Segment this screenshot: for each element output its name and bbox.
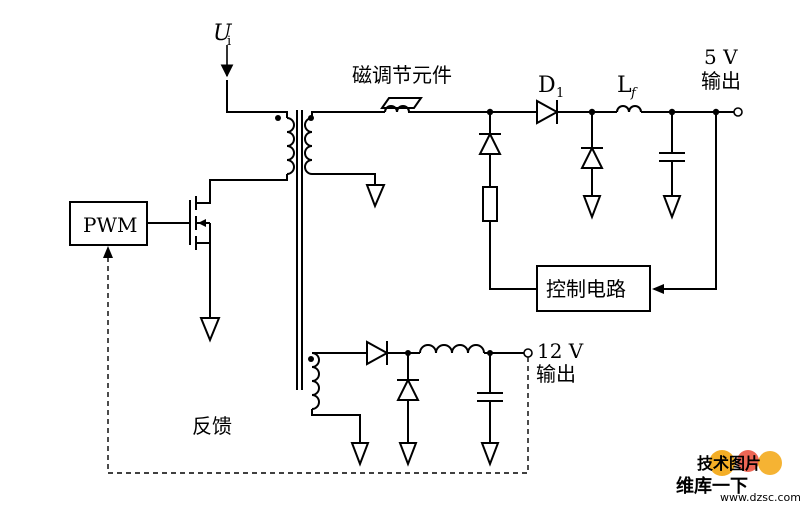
watermark-line1: 技术图片 (697, 454, 761, 473)
control-circuit-label: 控制电路 (546, 277, 626, 301)
diode-d1-subscript: 1 (556, 86, 564, 101)
pwm-label: PWM (83, 213, 138, 237)
input-voltage-label: U (213, 21, 233, 46)
diode-d1-label: D (538, 73, 556, 98)
rail-12v (366, 340, 533, 366)
mosfet-switch (189, 196, 211, 295)
transformer-core (296, 110, 303, 390)
magnetic-regulator-label: 磁调节元件 (352, 63, 452, 87)
output-capacitor-12v (477, 353, 503, 467)
output-12v-label: 输出 (536, 362, 576, 386)
inductor-lf-subscript: f (630, 86, 638, 101)
secondary-winding-5v (304, 111, 386, 209)
output-5v-value: 5 V (704, 45, 738, 69)
inductor-lf-label: L (617, 73, 632, 98)
rail-5v (486, 99, 743, 125)
control-circuit: 控制电路 (536, 112, 717, 312)
feedback-path (103, 246, 529, 474)
output-capacitor-5v (659, 112, 685, 220)
output-12v-value: 12 V (537, 339, 584, 363)
mosfet-ground (199, 295, 221, 343)
input-voltage-subscript: i (227, 34, 231, 49)
pwm-block: PWM (69, 201, 190, 246)
watermark-line2: 维库一下 (676, 475, 748, 497)
shunt-regulator-branch (478, 112, 537, 290)
freewheel-diode-5v (580, 112, 604, 220)
watermark-logo: 技术图片 维库一下 www.dzsc.com (676, 450, 800, 504)
primary-winding (209, 80, 295, 196)
magnetic-regulator (380, 97, 490, 113)
secondary-winding-12v (308, 352, 370, 467)
output-5v-label: 输出 (701, 69, 741, 93)
watermark-url: www.dzsc.com (720, 491, 800, 504)
freewheel-diode-12v (396, 353, 420, 467)
feedback-label: 反馈 (192, 414, 232, 438)
